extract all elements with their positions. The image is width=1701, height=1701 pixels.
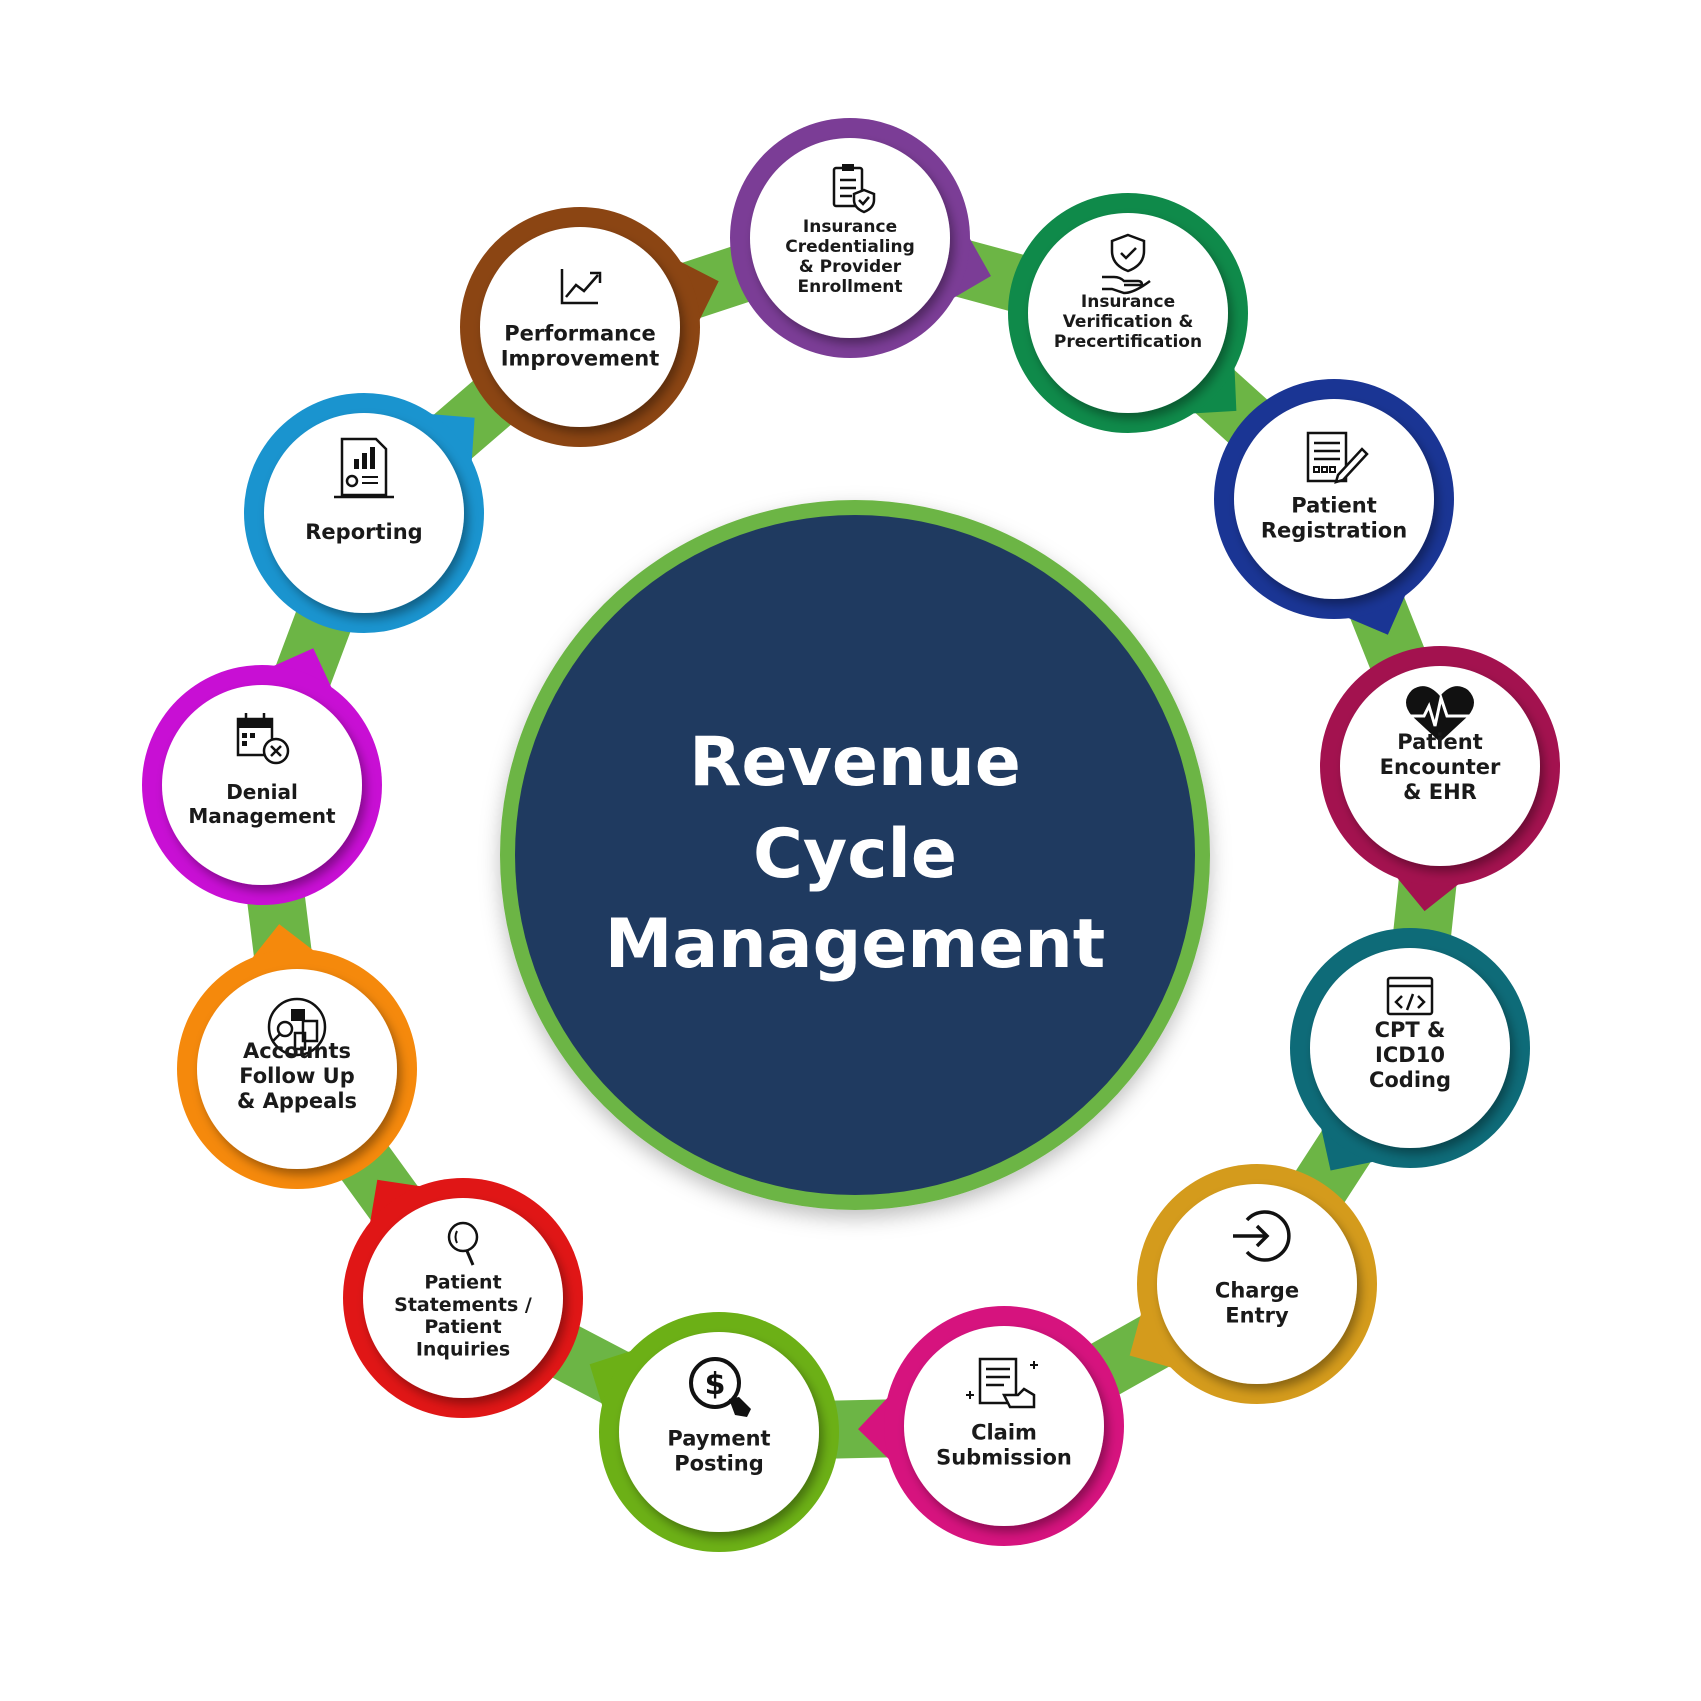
stage-label-line: Posting	[674, 1451, 764, 1475]
stage-label-line: Reporting	[305, 520, 422, 544]
stage-label-line: Charge	[1215, 1279, 1299, 1303]
stage-label-line: Inquiries	[416, 1339, 510, 1361]
stage-label-line: Insurance	[803, 217, 897, 237]
calendar-cross-icon	[236, 713, 290, 765]
center-title-line-2: Cycle	[753, 815, 957, 894]
stage-disc	[1310, 948, 1510, 1148]
code-window-icon	[1386, 976, 1434, 1016]
center-hub-disc	[515, 515, 1195, 1195]
stage-label-line: Payment	[667, 1427, 770, 1451]
stage-label-line: Statements /	[394, 1294, 532, 1316]
stage-label-line: Submission	[936, 1445, 1072, 1469]
stage-disc	[264, 413, 464, 613]
trend-chart-icon	[560, 269, 602, 305]
stage-disc	[480, 227, 680, 427]
search-documents-icon	[267, 997, 327, 1057]
center-title-line-3: Management	[605, 905, 1106, 984]
stage-label-line: Patient	[424, 1271, 501, 1293]
stage-label-line: & EHR	[1403, 780, 1477, 804]
center-title-line-1: Revenue	[689, 723, 1021, 802]
stage-disc	[197, 969, 397, 1169]
hand-shield-icon	[1102, 233, 1151, 295]
stage-label-line: Insurance	[1081, 292, 1175, 312]
stage-label-line: Improvement	[501, 346, 660, 370]
stage-label-line: Patient	[1291, 494, 1376, 518]
stage-label-line: Coding	[1369, 1068, 1451, 1092]
stage-disc	[904, 1326, 1104, 1526]
stage-disc	[363, 1198, 563, 1398]
heart-pulse-icon	[1406, 686, 1474, 742]
form-pen-icon	[1306, 431, 1369, 484]
center-hub: Revenue Cycle Management	[500, 500, 1210, 1210]
stage-disc	[1028, 213, 1228, 413]
report-chart-icon	[334, 437, 394, 499]
stage-label-line: Registration	[1261, 518, 1407, 542]
stage-label-line: Credentialing	[785, 237, 915, 257]
stage-label-line: Management	[188, 804, 336, 828]
stage-label-line: Claim	[971, 1421, 1037, 1445]
stage-label-line: & Appeals	[237, 1089, 357, 1113]
stage-disc	[619, 1332, 819, 1532]
stage-label-line: Enrollment	[798, 277, 903, 297]
stage-label-line: ICD10	[1375, 1043, 1445, 1067]
stage-label-line: Denial	[226, 780, 298, 804]
stage-label-line: CPT &	[1375, 1018, 1446, 1042]
stage-reporting: Reporting	[244, 393, 484, 633]
magnifier-icon	[447, 1221, 479, 1266]
claim-document-icon	[966, 1357, 1038, 1409]
clipboard-shield-icon	[832, 164, 876, 214]
stage-label-line: Entry	[1225, 1303, 1289, 1327]
stage-label-line: & Provider	[799, 257, 902, 277]
stage-disc	[750, 138, 950, 338]
stage-disc	[1234, 399, 1434, 599]
stage-label-line: Verification &	[1063, 312, 1194, 332]
stage-disc	[1340, 666, 1540, 866]
stage-label-line: Patient	[1397, 730, 1482, 754]
dollar-click-icon: $	[689, 1357, 751, 1417]
stage-label-line: Precertification	[1054, 332, 1202, 352]
stage-label-line: Performance	[504, 322, 656, 346]
stage-disc	[162, 685, 362, 885]
stage-disc	[1157, 1184, 1357, 1384]
stage-label-line: Patient	[424, 1316, 501, 1338]
stage-label-line: Follow Up	[239, 1064, 355, 1088]
stage-label-line: Accounts	[243, 1039, 351, 1063]
stage-label-line: Encounter	[1380, 755, 1501, 779]
svg-text:$: $	[705, 1367, 726, 1402]
